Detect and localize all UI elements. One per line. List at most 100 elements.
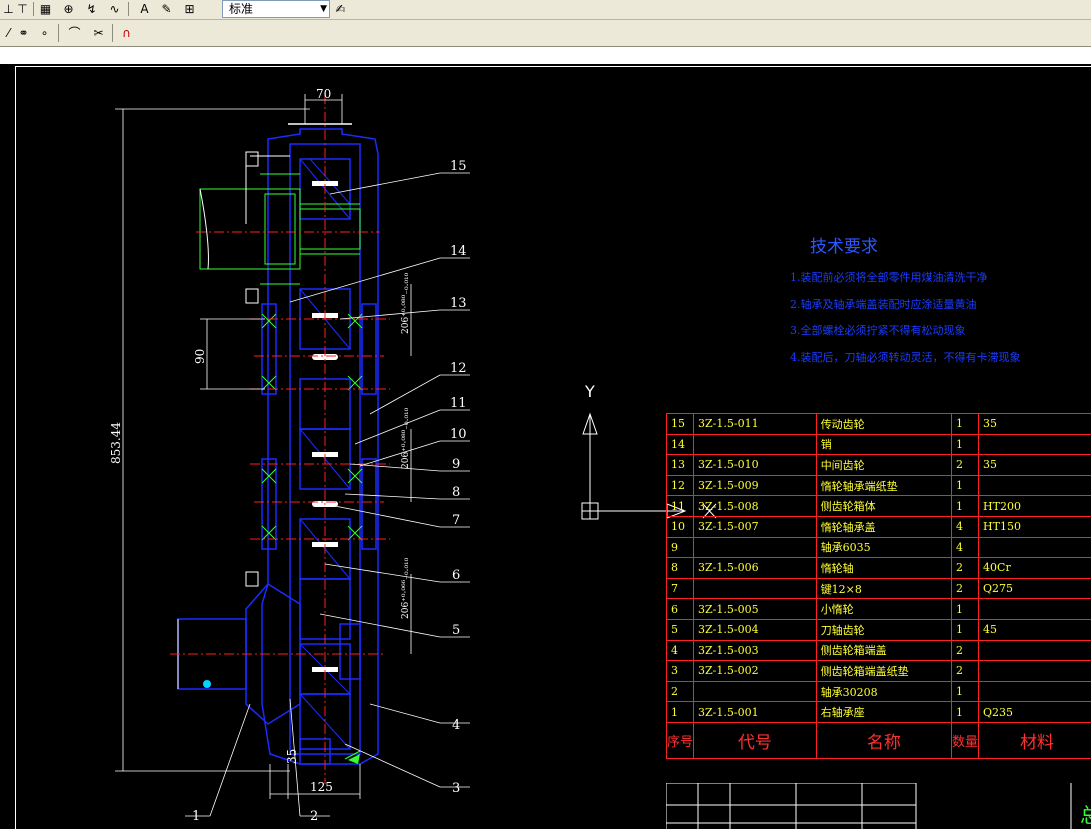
bom-cell-qty: 2 <box>952 455 979 476</box>
bom-cell-no: 1 <box>667 702 694 723</box>
bom-cell-qty: 1 <box>952 681 979 702</box>
bom-cell-name: 惰轮轴承端纸垫 <box>816 475 951 496</box>
toolbar-separator <box>112 24 113 42</box>
bom-cell-mat: Q235 <box>979 702 1091 723</box>
bom-cell-qty: 1 <box>952 619 979 640</box>
quick-dim-icon[interactable]: ↯ <box>83 1 100 17</box>
trim-icon[interactable]: ✂ <box>90 25 107 41</box>
bom-cell-name: 侧齿轮箱端盖 <box>816 640 951 661</box>
balloon-13: 13 <box>450 296 467 311</box>
table-icon[interactable]: ⊞ <box>181 1 198 17</box>
bom-cell-no: 9 <box>667 537 694 558</box>
text-edit-icon[interactable]: ✎ <box>158 1 175 17</box>
title-block-grid <box>666 783 1091 829</box>
title-block-char: 总 <box>1080 799 1091 828</box>
draw-toolbar: ⁄ ⚭ ∘ ⌒ ✂ ∩ <box>0 20 1091 47</box>
dimension-toolbar: ⊥ ⊤ ▦ ⊕ ↯ ∿ A ✎ ⊞ 标准 ▼ ✍ <box>0 0 1091 20</box>
toolbar-separator <box>128 2 129 16</box>
bom-cell-no: 8 <box>667 558 694 579</box>
bom-header: 序号 代号 名称 数量 材料 <box>667 722 1091 758</box>
bom-cell-no: 5 <box>667 619 694 640</box>
bom-cell-no: 7 <box>667 578 694 599</box>
bom-cell-no: 12 <box>667 475 694 496</box>
bom-cell-mat <box>979 537 1091 558</box>
bom-cell-name: 传动齿轮 <box>816 414 951 435</box>
bom-cell-code: 3Z-1.5-011 <box>694 414 817 435</box>
dim-style-edit-icon[interactable]: ✍ <box>332 1 349 17</box>
text-style-icon[interactable]: A <box>136 1 153 17</box>
bom-cell-mat: 35 <box>979 414 1091 435</box>
dim-tol-3: 206⁺⁰·⁰⁶⁶₋₀.₀₁₀ <box>401 557 411 619</box>
bom-cell-name: 惰轮轴 <box>816 558 951 579</box>
bom-cell-code: 3Z-1.5-010 <box>694 455 817 476</box>
bom-cell-mat <box>979 434 1091 455</box>
balloon-15: 15 <box>450 159 467 174</box>
point-icon[interactable]: ∘ <box>36 25 53 41</box>
toolbar-separator <box>58 24 59 42</box>
bom-cell-code <box>694 578 817 599</box>
arc-tool-icon[interactable]: ⌒ <box>66 25 83 41</box>
bom-header-code: 代号 <box>694 722 817 758</box>
bom-cell-name: 右轴承座 <box>816 702 951 723</box>
bom-cell-name: 刀轴齿轮 <box>816 619 951 640</box>
bom-cell-code: 3Z-1.5-003 <box>694 640 817 661</box>
bom-cell-mat <box>979 681 1091 702</box>
dimension-text: 70 853.44 90 125 35 206⁺⁰·⁰⁸⁰₋₀.₀₁₀ 206⁺… <box>109 87 411 794</box>
balloon-numbers: 15 14 13 12 11 10 9 8 7 6 5 4 3 2 1 <box>192 159 467 824</box>
bom-cell-qty: 2 <box>952 558 979 579</box>
bom-cell-code: 3Z-1.5-005 <box>694 599 817 620</box>
bom-cell-mat: 40Cr <box>979 558 1091 579</box>
bom-cell-no: 2 <box>667 681 694 702</box>
green-arrow-marker <box>348 754 360 764</box>
bom-cell-no: 10 <box>667 516 694 537</box>
balloon-14: 14 <box>450 244 467 259</box>
bom-cell-code: 3Z-1.5-007 <box>694 516 817 537</box>
bom-cell-name: 惰轮轴承盖 <box>816 516 951 537</box>
dim-style-combo[interactable]: 标准 ▼ <box>222 0 330 18</box>
drawing-canvas[interactable]: 70 853.44 90 125 35 206⁺⁰·⁰⁸⁰₋₀.₀₁₀ 206⁺… <box>0 64 1091 829</box>
workspace-margin <box>0 47 1091 64</box>
bom-cell-name: 中间齿轮 <box>816 455 951 476</box>
chevron-down-icon[interactable]: ▼ <box>320 1 327 17</box>
center-mark-icon[interactable]: ⊕ <box>60 1 77 17</box>
group-icon[interactable]: ⚭ <box>15 25 32 41</box>
bom-cell-name: 轴承30208 <box>816 681 951 702</box>
tech-line-3: 3.全部螺栓必须拧紧不得有松动现象 <box>790 322 966 338</box>
bom-cell-name: 侧齿轮箱体 <box>816 496 951 517</box>
upper-shaft-outline <box>178 152 290 689</box>
bom-cell-mat: Q275 <box>979 578 1091 599</box>
dim-tol-2: 206⁺⁰·⁰⁸⁰₋₀.₀₁₀ <box>401 407 411 469</box>
bom-cell-no: 11 <box>667 496 694 517</box>
bom-cell-qty: 1 <box>952 475 979 496</box>
magnet-icon[interactable]: ∩ <box>118 25 135 41</box>
bom-cell-qty: 4 <box>952 537 979 558</box>
balloon-2: 2 <box>310 809 318 824</box>
bearings <box>262 314 362 759</box>
ordinate-icon[interactable]: ▦ <box>37 1 54 17</box>
dim-tol-1: 206⁺⁰·⁰⁸⁰₋₀.₀₁₀ <box>401 272 411 334</box>
dim-35: 35 <box>285 749 299 764</box>
balloon-7: 7 <box>452 513 460 528</box>
dim-125: 125 <box>310 780 333 794</box>
bom-cell-mat: HT150 <box>979 516 1091 537</box>
balloon-9: 9 <box>452 457 460 472</box>
bom-cell-qty: 1 <box>952 414 979 435</box>
balloon-10: 10 <box>450 427 467 442</box>
jogged-icon[interactable]: ∿ <box>106 1 123 17</box>
bom-cell-name: 侧齿轮箱端盖纸垫 <box>816 661 951 682</box>
toolbar-separator <box>33 2 34 16</box>
tech-line-1: 1.装配前必须将全部零件用煤油清洗干净 <box>790 269 988 285</box>
bom-cell-qty: 4 <box>952 516 979 537</box>
bom-cell-mat <box>979 640 1091 661</box>
tech-line-2: 2.轴承及轴承端盖装配时应涂适量黄油 <box>790 296 977 312</box>
tech-line-4: 4.装配后，刀轴必须转动灵活，不得有卡滞现象 <box>790 349 1021 365</box>
dimension-linear-icon[interactable]: ⊤ <box>14 1 31 17</box>
